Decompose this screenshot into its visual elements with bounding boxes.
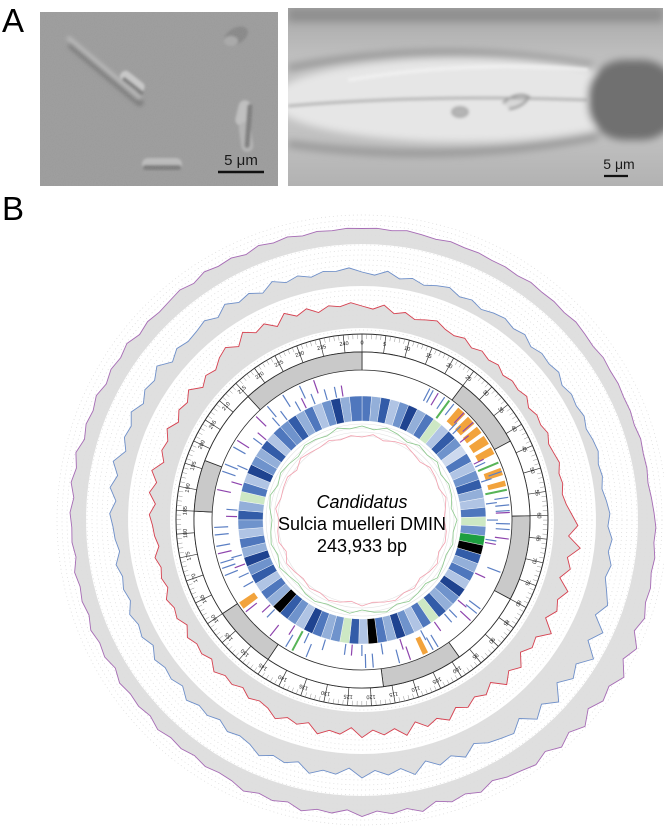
svg-text:180: 180: [183, 529, 190, 539]
svg-text:70: 70: [530, 557, 537, 564]
svg-text:75: 75: [523, 578, 531, 586]
svg-text:160: 160: [210, 613, 220, 624]
micrograph-left-image: 5 μm: [40, 12, 278, 186]
micrograph-in-tissue: 5 μm: [288, 8, 663, 186]
svg-text:30: 30: [481, 389, 490, 398]
dark-tube: [588, 60, 663, 140]
svg-text:220: 220: [254, 371, 265, 381]
svg-text:165: 165: [199, 593, 208, 604]
svg-text:0: 0: [360, 340, 363, 346]
svg-text:155: 155: [224, 631, 235, 642]
svg-text:45: 45: [520, 445, 528, 453]
svg-text:235: 235: [317, 344, 327, 352]
organism-genus-label: Candidatus: [316, 492, 407, 512]
genome-size-label: 243,933 bp: [317, 536, 407, 556]
bright-lumen: [288, 58, 653, 142]
svg-text:80: 80: [514, 599, 522, 607]
svg-text:85: 85: [502, 618, 510, 626]
svg-text:195: 195: [190, 461, 199, 472]
svg-text:120: 120: [366, 693, 375, 699]
svg-text:60: 60: [535, 512, 541, 518]
svg-text:110: 110: [410, 684, 420, 692]
svg-text:230: 230: [295, 350, 306, 359]
scale-bar-right-label: 5 μm: [603, 156, 634, 172]
lumen-highlight: [347, 65, 589, 82]
svg-text:140: 140: [277, 673, 288, 682]
svg-text:225: 225: [274, 359, 285, 369]
svg-text:145: 145: [258, 661, 269, 671]
svg-text:190: 190: [185, 483, 193, 493]
circos-plot: 0 5 10 15 20 25 30 35 40 45 50 55 60 65 70 75 80 85 90 95 10…: [56, 214, 664, 826]
bacterium-right-rod: [235, 100, 254, 152]
svg-text:135: 135: [299, 682, 310, 691]
panel-b-label: B: [2, 190, 25, 227]
svg-text:170: 170: [191, 572, 200, 583]
svg-text:215: 215: [237, 385, 248, 396]
tissue-upper-boundary: [288, 50, 594, 71]
svg-text:5: 5: [383, 342, 387, 348]
svg-text:10: 10: [403, 346, 410, 353]
bacterium-long-rod: [66, 36, 144, 107]
panel-a-label: A: [2, 2, 25, 39]
organism-species-label: Sulcia muelleri DMIN: [278, 514, 446, 534]
svg-text:125: 125: [343, 693, 353, 700]
svg-text:105: 105: [431, 675, 442, 684]
tissue-top-edge: [288, 8, 663, 22]
svg-text:200: 200: [198, 439, 207, 450]
svg-text:175: 175: [185, 551, 193, 561]
tissue-lower-boundary: [288, 133, 599, 157]
svg-text:25: 25: [464, 375, 473, 383]
circular-genome-map: 0 5 10 15 20 25 30 35 40 45 50 55 60 65 70 75 80 85 90 95 10…: [54, 212, 664, 828]
svg-text:205: 205: [208, 420, 218, 431]
scale-bar-left-label: 5 μm: [224, 152, 258, 169]
svg-text:130: 130: [321, 689, 331, 697]
svg-text:150: 150: [240, 647, 251, 658]
svg-text:65: 65: [534, 535, 541, 542]
svg-text:185: 185: [182, 506, 188, 515]
svg-text:20: 20: [445, 362, 453, 370]
svg-text:90: 90: [487, 636, 496, 645]
svg-text:240: 240: [339, 341, 349, 348]
svg-text:210: 210: [221, 401, 231, 412]
micrograph-right-image: 5 μm: [288, 8, 663, 186]
svg-text:15: 15: [425, 353, 433, 361]
bacterium-small-rod: [119, 70, 145, 95]
faint-line: [288, 97, 589, 107]
bacterium-top-blob: [224, 26, 248, 46]
circos-generated-tracks: 0 5 10 15 20 25 30 35 40 45 50 55 60 65 70 75 80 85 90 95 10…: [56, 214, 664, 826]
micrograph-isolated-cells: 5 μm: [40, 12, 278, 186]
svg-text:100: 100: [451, 664, 462, 674]
svg-text:95: 95: [471, 651, 480, 660]
svg-text:55: 55: [533, 489, 540, 496]
svg-text:115: 115: [389, 690, 399, 697]
small-cell: [451, 106, 469, 118]
svg-text:40: 40: [509, 425, 517, 433]
genome-center-label: Candidatus Sulcia muelleri DMIN 243,933 …: [278, 492, 446, 556]
bacterium-bottom-rod: [142, 158, 182, 170]
svg-text:35: 35: [496, 406, 505, 415]
svg-text:50: 50: [528, 467, 535, 475]
